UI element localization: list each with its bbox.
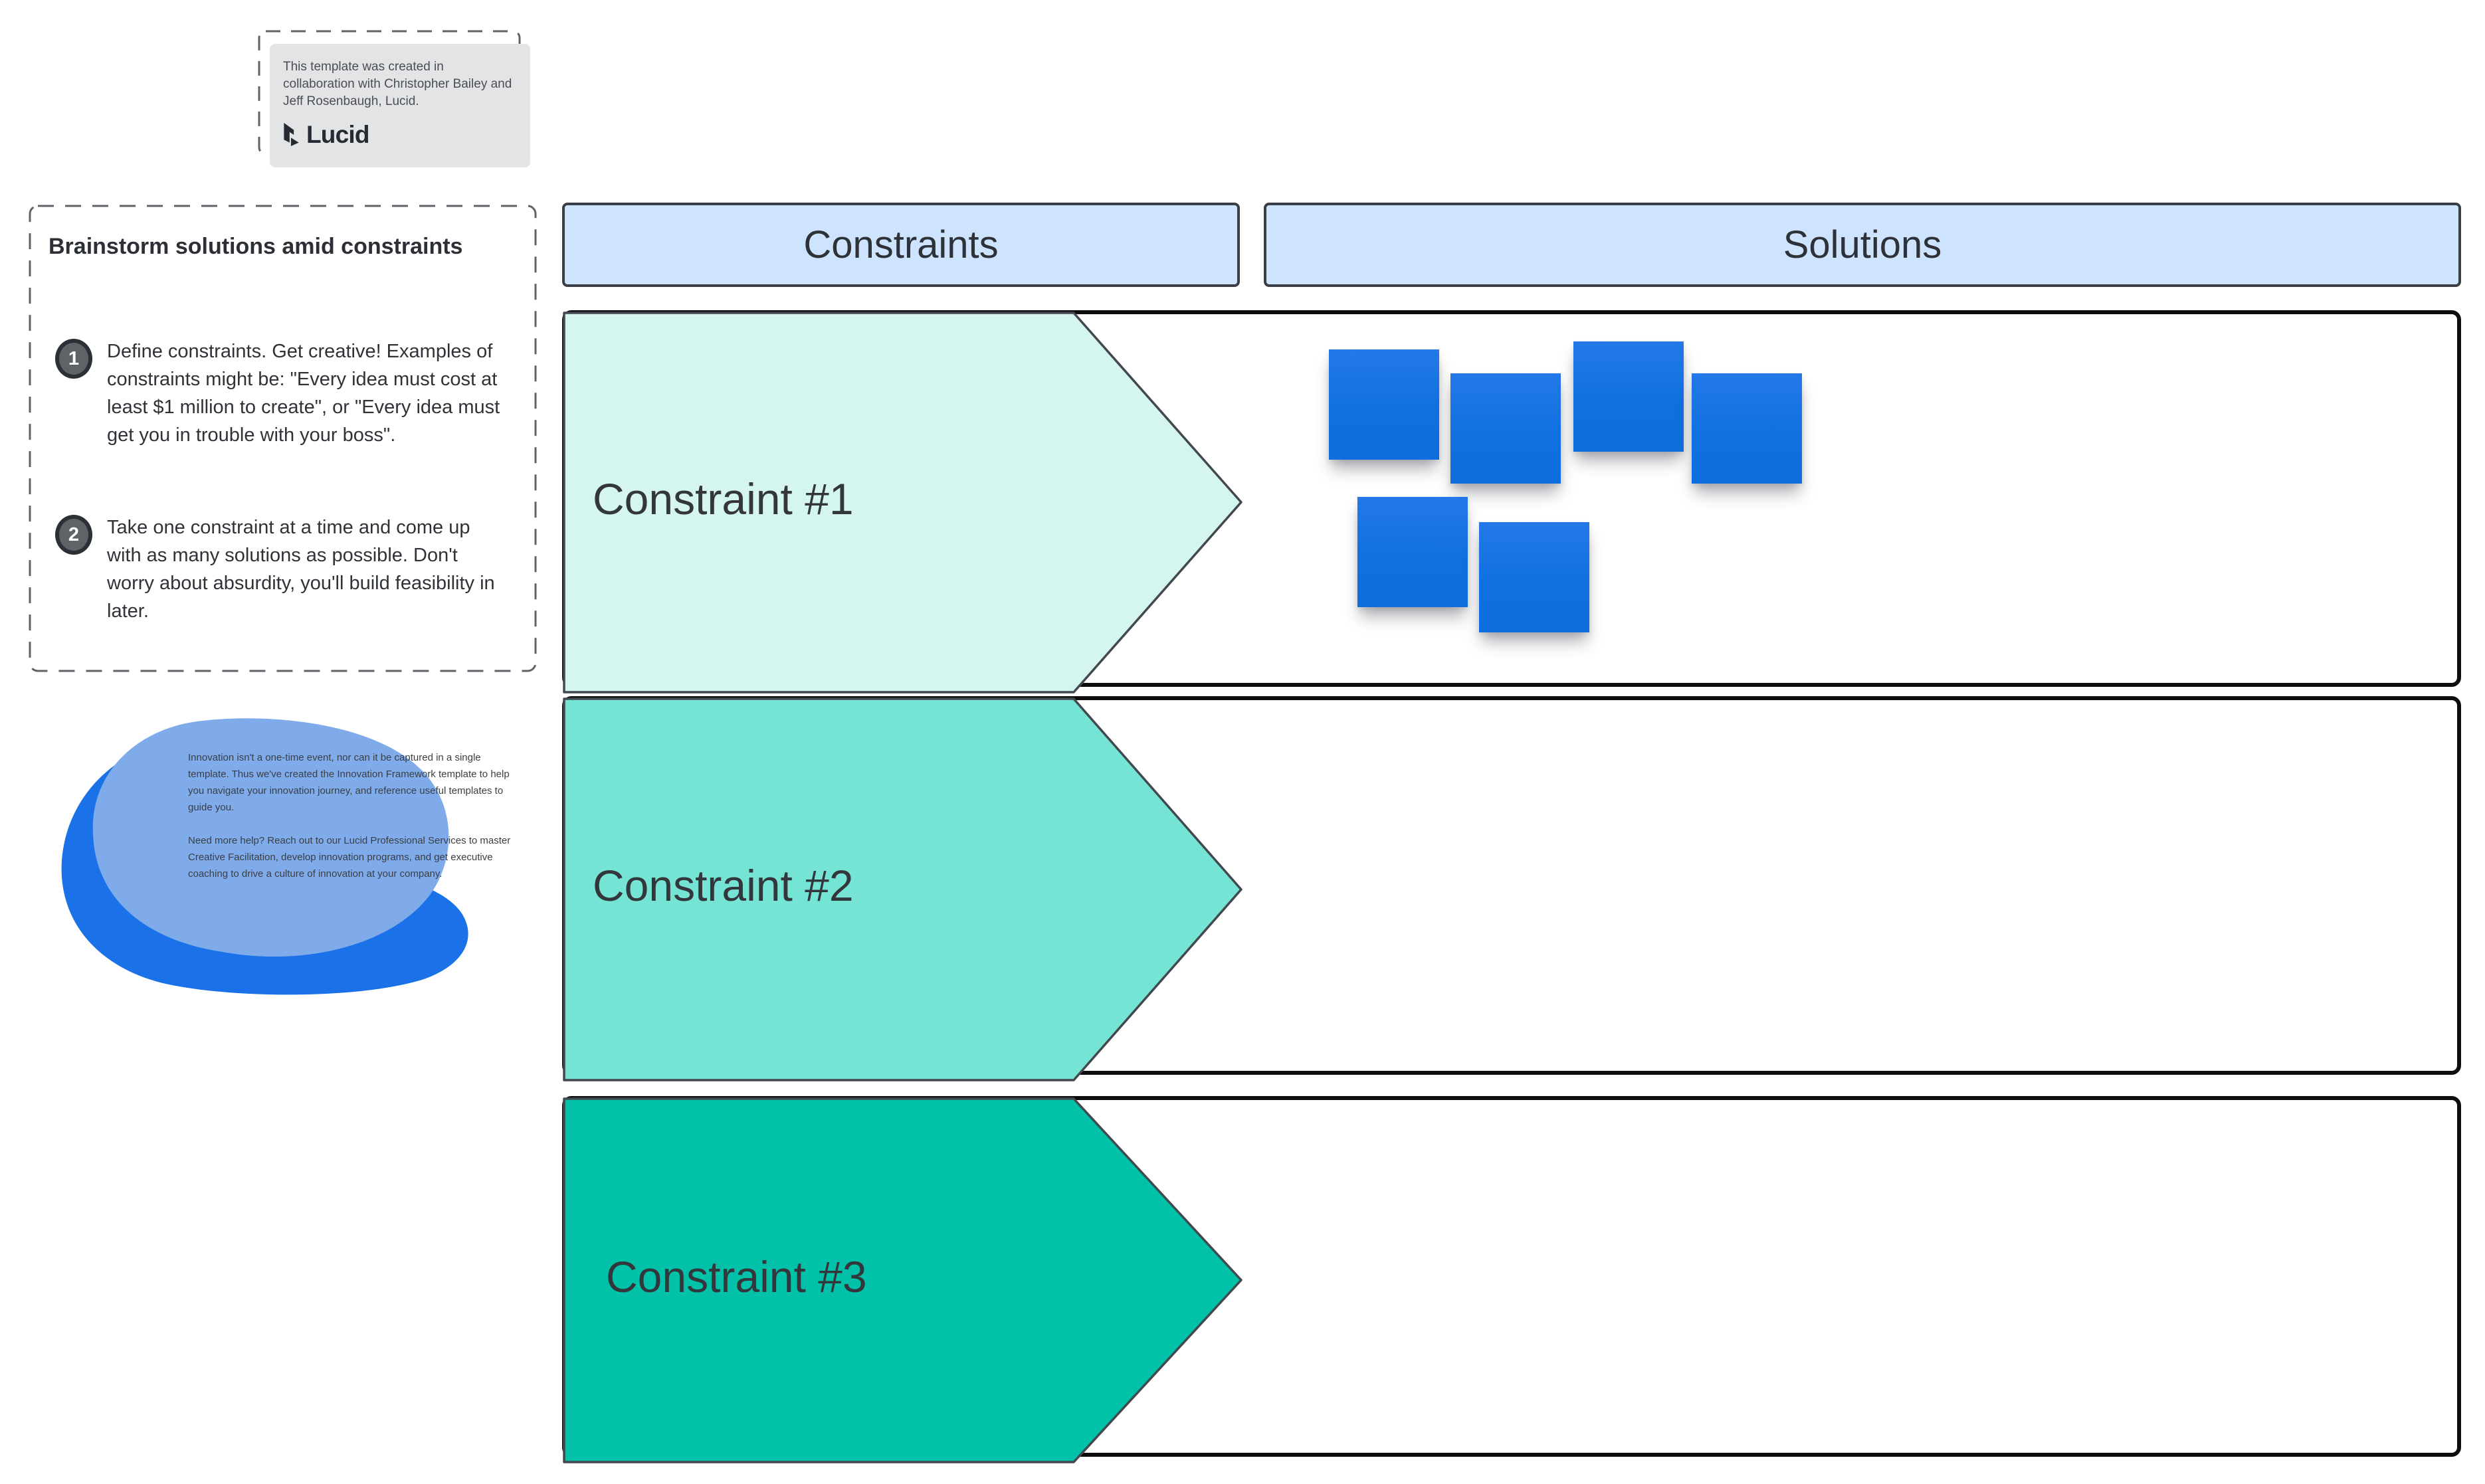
- constraint-row-2: Constraint #2: [562, 696, 2461, 1081]
- instruction-step-1: 1 Define constraints. Get creative! Exam…: [55, 337, 506, 449]
- instruction-step-2: 2 Take one constraint at a time and come…: [55, 513, 506, 625]
- constraint-1-arrow[interactable]: [562, 310, 1244, 695]
- blob-paragraph-1: Innovation isn't a one-time event, nor c…: [188, 752, 510, 813]
- instructions-dashed-frame: [29, 205, 537, 672]
- constraints-header-label: Constraints: [803, 223, 999, 266]
- blob-light-shape: [92, 718, 449, 957]
- step-2-badge: 2: [55, 515, 92, 555]
- column-header-constraints[interactable]: Constraints: [562, 203, 1240, 287]
- constraint-1-label[interactable]: Constraint #1: [593, 474, 854, 523]
- constraint-row-3: Constraint #3: [562, 1096, 2461, 1463]
- constraint-3-arrow[interactable]: [562, 1096, 1244, 1465]
- blob-shape: [61, 718, 468, 995]
- attribution-text: This template was created in collaborati…: [283, 60, 512, 108]
- instructions-title: Brainstorm solutions amid constraints: [49, 234, 463, 259]
- attribution-card: This template was created in collaborati…: [270, 44, 530, 167]
- sticky-note[interactable]: [1479, 522, 1589, 632]
- sticky-note[interactable]: [1692, 373, 1802, 484]
- constraint-row-1: Constraint #1: [562, 310, 2461, 694]
- blob-paragraph-2: Need more help? Reach out to our Lucid P…: [188, 835, 511, 880]
- step-2-text: Take one constraint at a time and come u…: [107, 517, 495, 622]
- column-header-solutions[interactable]: Solutions: [1264, 203, 2461, 287]
- constraint-2-label[interactable]: Constraint #2: [593, 861, 854, 910]
- step-1-text: Define constraints. Get creative! Exampl…: [107, 341, 500, 446]
- constraint-3-label[interactable]: Constraint #3: [606, 1252, 867, 1301]
- lucid-logomark-icon: [284, 123, 299, 146]
- sticky-note[interactable]: [1357, 497, 1468, 607]
- lucid-logo: Lucid: [283, 121, 518, 149]
- step-1-badge: 1: [55, 339, 92, 379]
- blob-note-text: Innovation isn't a one-time event, nor c…: [188, 749, 524, 882]
- instructions-panel: Brainstorm solutions amid constraints 1 …: [29, 205, 537, 672]
- sticky-note[interactable]: [1573, 341, 1684, 452]
- constraint-2-arrow[interactable]: [562, 696, 1244, 1083]
- lucid-wordmark: Lucid: [306, 121, 369, 148]
- sticky-note[interactable]: [1450, 373, 1561, 484]
- solutions-header-label: Solutions: [1783, 223, 1942, 266]
- sticky-note[interactable]: [1329, 349, 1439, 460]
